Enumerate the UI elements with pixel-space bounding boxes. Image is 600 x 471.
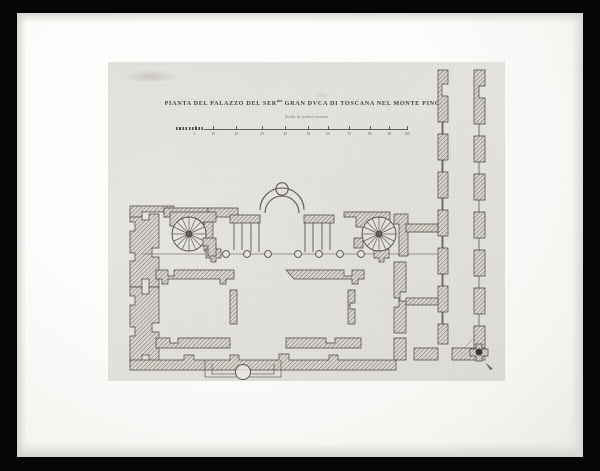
- entrance-loggia-arch: [259, 187, 305, 214]
- engraver-flourish-icon: [485, 362, 493, 370]
- interior-wall-right-lower: [285, 337, 362, 349]
- sheet-edge-shadow-right: [571, 13, 583, 457]
- interior-wall-left-lower: [155, 337, 231, 349]
- scale-tick: [194, 126, 196, 130]
- sheet-edge-shadow-top: [17, 13, 583, 23]
- gallery-terminus-node: [469, 343, 489, 362]
- plate-scratch: [463, 338, 474, 349]
- plate-title-rest: GRAN DVCA DI TOSCANA NEL MONTE PINCIO: [284, 100, 449, 108]
- scale-tick: [348, 126, 350, 130]
- paper-sheet: PIANTA DEL PALAZZO DEL SERmo GRAN DVCA D…: [17, 13, 583, 457]
- scale-bar: 5 10 20 30 40 50 60 70 80 90 100: [176, 124, 410, 140]
- scale-bar-line: [176, 129, 408, 130]
- scale-tick-label: 5: [193, 132, 196, 136]
- plate-title: PIANTA DEL PALAZZO DEL SERmo GRAN DVCA D…: [108, 98, 505, 107]
- floor-plan-drawing: [108, 62, 505, 381]
- sheet-edge-shadow-bottom: [17, 443, 583, 457]
- interior-wall-left-upper: [155, 269, 235, 285]
- scale-tick-label: 70: [347, 132, 351, 136]
- scale-tick-label: 80: [367, 132, 372, 136]
- spiral-staircase-right: [361, 216, 397, 252]
- scale-tick: [261, 126, 263, 130]
- east-gallery-inner-wall: [437, 69, 449, 345]
- garden-wall-bottom: [129, 353, 397, 371]
- scale-tick-label: 30: [260, 132, 264, 136]
- loggia-rotunda: [275, 182, 289, 196]
- plate-title-superscript: mo: [276, 98, 283, 103]
- interior-wall-right-upper: [285, 269, 365, 285]
- scale-tick: [213, 126, 215, 130]
- scale-tick-label: 50: [306, 132, 311, 136]
- scale-tick: [389, 126, 391, 130]
- scale-tick-label: 10: [211, 132, 215, 136]
- scale-tick-label: 90: [387, 132, 392, 136]
- scale-tick-label: 20: [234, 132, 239, 136]
- scale-tick-label: 60: [326, 132, 330, 136]
- gallery-terminus-left: [413, 347, 439, 361]
- scale-tick: [406, 126, 408, 130]
- engraved-plate: PIANTA DEL PALAZZO DEL SERmo GRAN DVCA D…: [108, 62, 505, 381]
- scale-tick: [236, 126, 238, 130]
- plan-walls: [129, 69, 489, 371]
- spiral-staircase-left: [171, 216, 207, 252]
- scale-tick-label: 40: [283, 132, 287, 136]
- loggia-columns: [233, 223, 331, 252]
- garden-basin-group: [204, 360, 282, 380]
- scale-tick: [308, 126, 310, 130]
- scale-tick-label: 100: [404, 132, 410, 136]
- scale-tick: [327, 126, 329, 130]
- scale-bar-subdivisions: [176, 126, 204, 130]
- east-gallery-outer-wall: [473, 69, 486, 349]
- gallery-connector-lower: [405, 297, 439, 306]
- cortile-wall-left: [229, 289, 238, 325]
- facade-columns: [222, 250, 365, 258]
- scale-tick: [369, 126, 371, 130]
- cortile-wall-right: [347, 289, 356, 325]
- plate-title-main: PIANTA DEL PALAZZO DEL SER: [164, 100, 277, 108]
- gallery-connector-upper: [405, 223, 439, 233]
- scale-caption: Scala di palmi romani: [284, 114, 329, 119]
- sheet-edge-shadow-left: [17, 13, 26, 457]
- scale-tick: [285, 126, 287, 130]
